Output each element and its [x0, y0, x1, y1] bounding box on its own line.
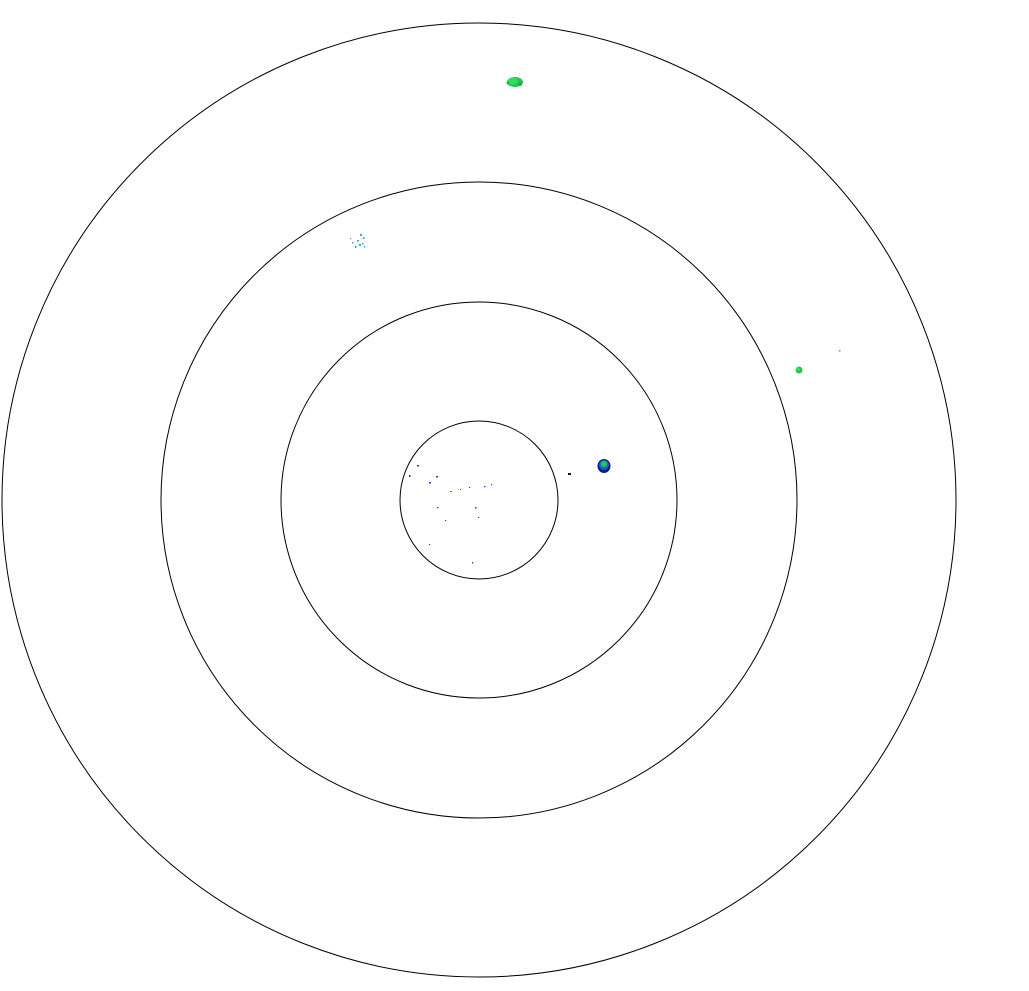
range-ring-2	[280, 301, 678, 699]
echo-north-green	[506, 77, 523, 87]
range-ring-4	[1, 22, 957, 978]
echo-center-clutter	[409, 465, 493, 564]
range-ring-3	[160, 181, 798, 819]
range-ring-1	[399, 420, 559, 580]
echo-east-green	[795, 350, 841, 374]
echo-northwest-speckle	[350, 234, 366, 248]
echo-east-cell	[568, 459, 611, 475]
range-rings	[1, 22, 957, 978]
